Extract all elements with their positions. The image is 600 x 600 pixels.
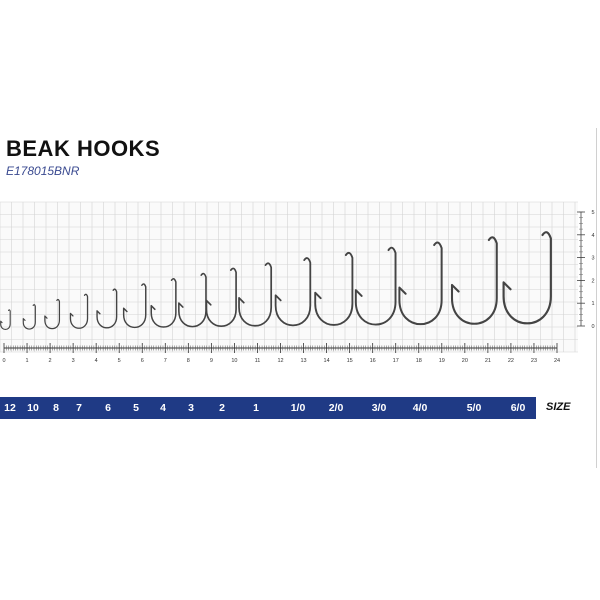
size-label-item: 10 [27,402,39,414]
ruler-label: 21 [485,358,491,364]
hooks-group [0,231,552,330]
size-label-item: 12 [4,402,16,414]
size-label-item: 5/0 [466,402,482,414]
size-label-item: 6/0 [510,402,526,414]
ruler-label: 1 [26,358,29,364]
hook-10 [22,304,36,330]
size-label-item: 7 [76,402,82,414]
size-label-item: 3 [188,402,194,414]
ruler-label: 17 [393,358,399,364]
grid [0,201,578,353]
hook-1 [238,262,273,327]
hook-3-0 [354,246,397,326]
hook-4-0 [398,241,443,325]
size-label-item: 4 [160,402,166,414]
ruler-label: 11 [255,358,261,364]
ruler-label: 22 [508,358,514,364]
ruler-label: 6 [141,358,144,364]
size-label-item: 1/0 [290,402,306,414]
hook-5 [122,283,147,329]
size-label: SIZE [546,401,571,413]
hook-8 [44,298,61,330]
hook-12 [0,309,11,330]
size-bar: 12 10 8 7 6 5 4 3 2 1 1/0 2/0 3/0 4/0 5/0 6/0 [0,397,536,419]
hook-1-0 [274,257,312,327]
ruler-label: 5 [118,358,121,364]
hook-7 [69,293,89,329]
size-label-item: 2 [219,402,225,414]
ruler-label: 23 [531,358,537,364]
hook-5-0 [450,236,498,325]
side-scale: 0 1 2 3 4 5 [577,210,595,330]
ruler-label: 18 [416,358,422,364]
size-label-item: 2/0 [328,402,344,414]
right-edge-line [596,128,597,468]
hook-6 [96,288,118,329]
page-title: BEAK HOOKS [6,136,161,161]
product-code: E178015BNR [6,164,80,178]
hook-2-0 [314,251,354,326]
ruler-label: 2 [49,358,52,364]
hook-4 [150,278,177,328]
hook-3 [178,272,207,328]
ruler-label: 20 [462,358,468,364]
ruler-label: 0 [2,358,5,364]
ruler-label: 10 [231,358,237,364]
size-label-item: 8 [53,402,59,414]
ruler-label: 13 [300,358,306,364]
size-label-item: 1 [253,402,259,414]
ruler-label: 16 [370,358,376,364]
size-label-item: 5 [133,402,139,414]
hook-2 [205,267,237,327]
ruler-label: 8 [187,358,190,364]
side-scale-label: 1 [591,301,594,307]
side-scale-label: 3 [591,256,594,262]
ruler-label: 9 [210,358,213,364]
size-label-item: 6 [105,402,111,414]
side-scale-label: 2 [591,278,594,284]
side-scale-label: 5 [591,210,594,216]
side-scale-label: 4 [591,233,594,239]
size-label-item: 4/0 [412,402,428,414]
ruler-label: 4 [95,358,98,364]
ruler-label: 14 [324,358,330,364]
ruler-label: 3 [72,358,75,364]
size-label-item: 3/0 [371,402,387,414]
side-scale-label: 0 [591,324,594,330]
ruler-label: 7 [164,358,167,364]
ruler-label: 19 [439,358,445,364]
hook-6-0 [502,231,552,325]
ruler-label: 24 [554,358,560,364]
ruler-label: 15 [347,358,353,364]
ruler-label: 12 [277,358,283,364]
